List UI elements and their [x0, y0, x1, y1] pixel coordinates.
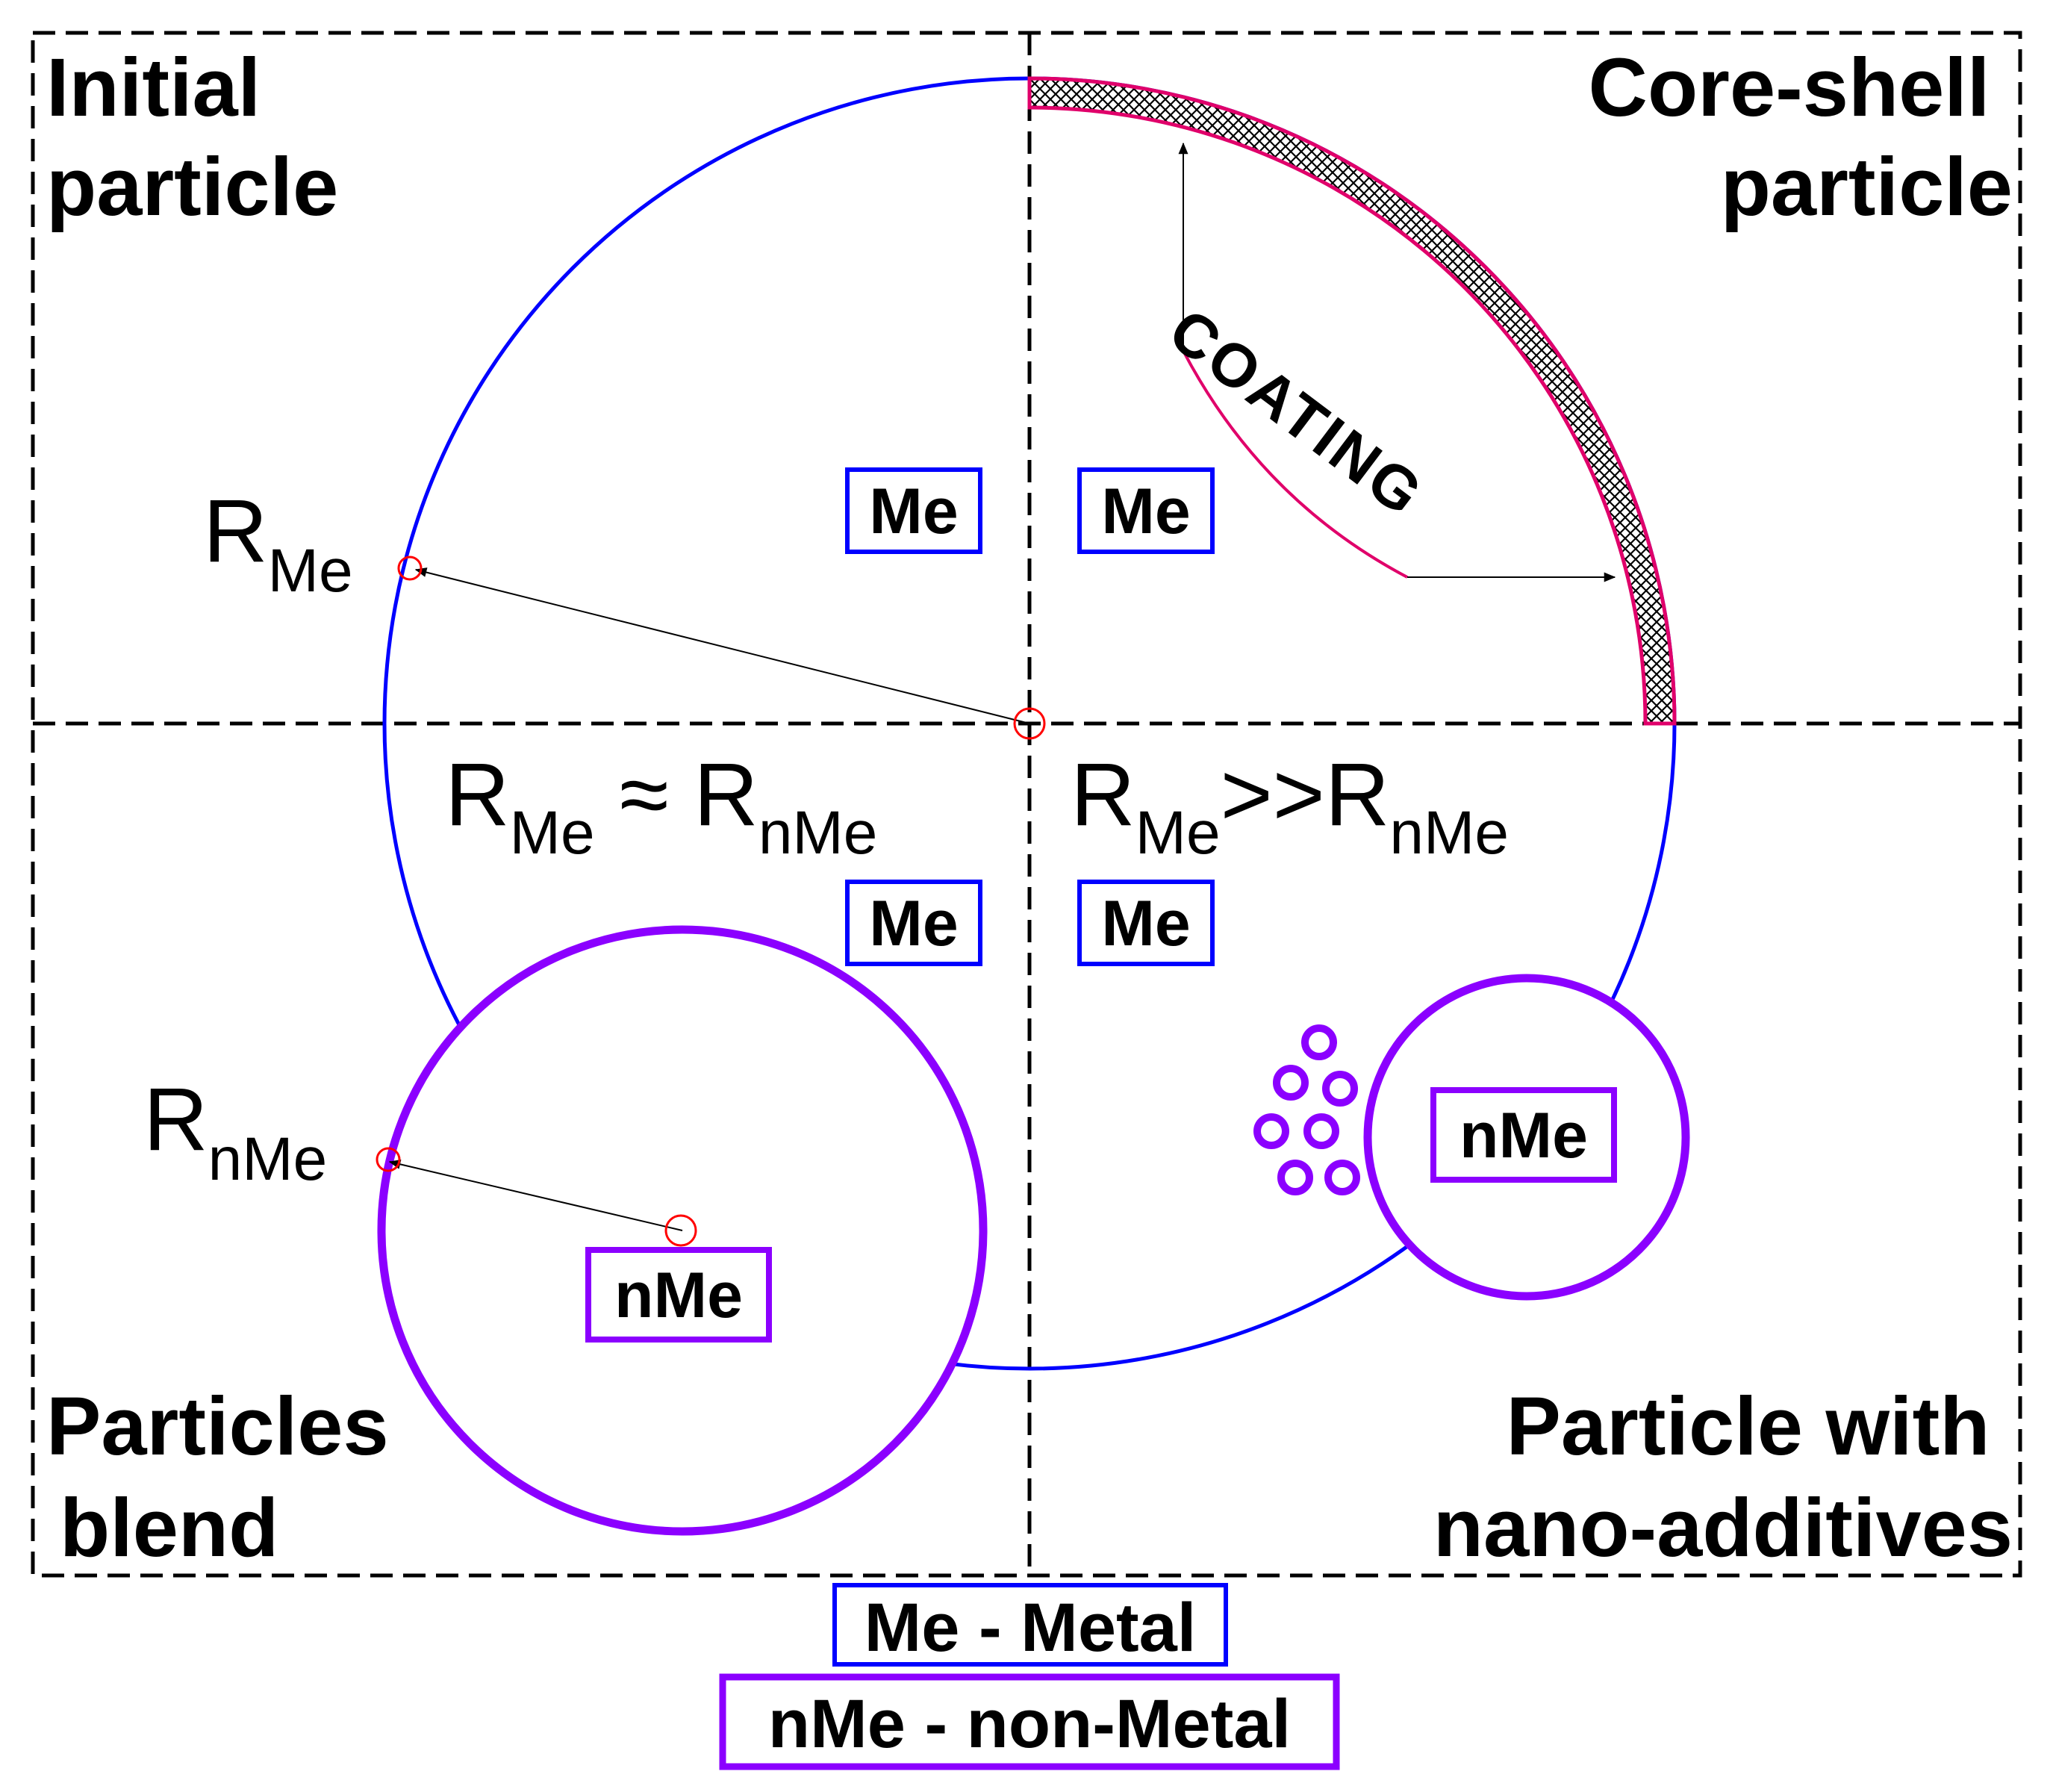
- title-line: Particles: [46, 1381, 389, 1472]
- title-line: blend: [60, 1482, 278, 1574]
- coating-shell: [1027, 76, 1677, 726]
- nano-additive: [1301, 1024, 1337, 1060]
- nme-box-label: nMe: [614, 1260, 743, 1331]
- legend-non-metal-box: [719, 1673, 1340, 1770]
- nme-box-additives: nMe: [1430, 1087, 1617, 1183]
- legend-metal: Me - Metal: [832, 1583, 1228, 1667]
- title-line: Particle with: [1506, 1381, 1990, 1472]
- coating-callout-curve: [1182, 350, 1408, 579]
- relation-approx: RMe ≈ RnMe: [445, 744, 877, 867]
- nano-additives-cluster: [1253, 1024, 1360, 1195]
- me-box-border: [1077, 467, 1215, 554]
- title-line: particle: [1721, 141, 2013, 233]
- legend-non-metal-label: nMe - non-Metal: [768, 1686, 1291, 1762]
- me-box-top-right: Me: [1077, 467, 1215, 554]
- radius-nme-arrow: [388, 1159, 683, 1231]
- title-line: Initial: [46, 42, 261, 134]
- me-box-top-left: Me: [845, 467, 982, 554]
- nme-box-border: [1430, 1087, 1617, 1183]
- legend-metal-box: [832, 1583, 1228, 1667]
- nme-box-border: [585, 1247, 772, 1343]
- radius-me-label: RMe: [203, 481, 353, 605]
- me-box-label: Me: [1101, 888, 1190, 959]
- relation-greater-op: >>: [1221, 744, 1325, 844]
- center-marker-me: [1013, 707, 1046, 740]
- relation-much-greater: RMe>>RnMe: [1071, 744, 1509, 867]
- relation-approx-r1: R: [445, 744, 510, 844]
- relation-approx-op: ≈: [595, 744, 694, 844]
- frame-border: [31, 31, 2022, 1578]
- radius-me-base: R: [203, 481, 268, 581]
- legend-metal-label: Me - Metal: [864, 1590, 1197, 1666]
- radius-me-arrow: [414, 567, 1030, 724]
- center-markers: [376, 556, 1046, 1247]
- nano-additive: [1273, 1065, 1309, 1101]
- title-initial-particle: Initial particle: [46, 42, 338, 233]
- relation-greater-r2: R: [1325, 744, 1390, 844]
- me-box-bottom-right: Me: [1077, 880, 1215, 966]
- nano-additive: [1303, 1113, 1339, 1149]
- nano-additive: [1324, 1160, 1360, 1195]
- title-line: particle: [46, 141, 338, 233]
- radius-end-marker-nme: [376, 1147, 401, 1172]
- relation-greater-r1: R: [1071, 744, 1135, 844]
- nano-additive: [1253, 1113, 1289, 1149]
- frame: [31, 31, 2022, 1578]
- nme-box-blend: nMe: [585, 1247, 772, 1343]
- relation-approx-s2: nMe: [758, 799, 878, 867]
- me-box-bottom-left: Me: [845, 880, 982, 966]
- center-marker-nme: [664, 1214, 697, 1247]
- title-particle-with-nano-additives: Particle with nano-additives: [1433, 1381, 2013, 1574]
- me-box-label: Me: [869, 888, 958, 959]
- title-core-shell-particle: Core-shell particle: [1589, 42, 2013, 233]
- radius-nme-sub: nMe: [208, 1125, 328, 1193]
- relation-approx-r2: R: [694, 744, 758, 844]
- me-box-border: [845, 880, 982, 966]
- me-box-border: [1077, 880, 1215, 966]
- radius-nme-base: R: [143, 1069, 208, 1169]
- radius-end-marker-me: [397, 556, 423, 581]
- nano-additive: [1322, 1071, 1358, 1107]
- nano-additive: [1277, 1160, 1313, 1195]
- legend-non-metal: nMe - non-Metal: [719, 1673, 1340, 1770]
- radius-me-sub: Me: [268, 537, 353, 605]
- title-line: nano-additives: [1433, 1482, 2013, 1574]
- me-box-label: Me: [869, 476, 958, 547]
- radius-nme-label: RnMe: [143, 1069, 327, 1193]
- relation-greater-s2: nMe: [1389, 799, 1509, 867]
- relation-greater-s1: Me: [1135, 799, 1221, 867]
- title-line: Core-shell: [1589, 42, 1990, 134]
- relation-approx-s1: Me: [510, 799, 595, 867]
- me-box-border: [845, 467, 982, 554]
- title-particles-blend: Particles blend: [46, 1381, 411, 1574]
- me-box-label: Me: [1101, 476, 1190, 547]
- nme-box-label: nMe: [1459, 1100, 1588, 1172]
